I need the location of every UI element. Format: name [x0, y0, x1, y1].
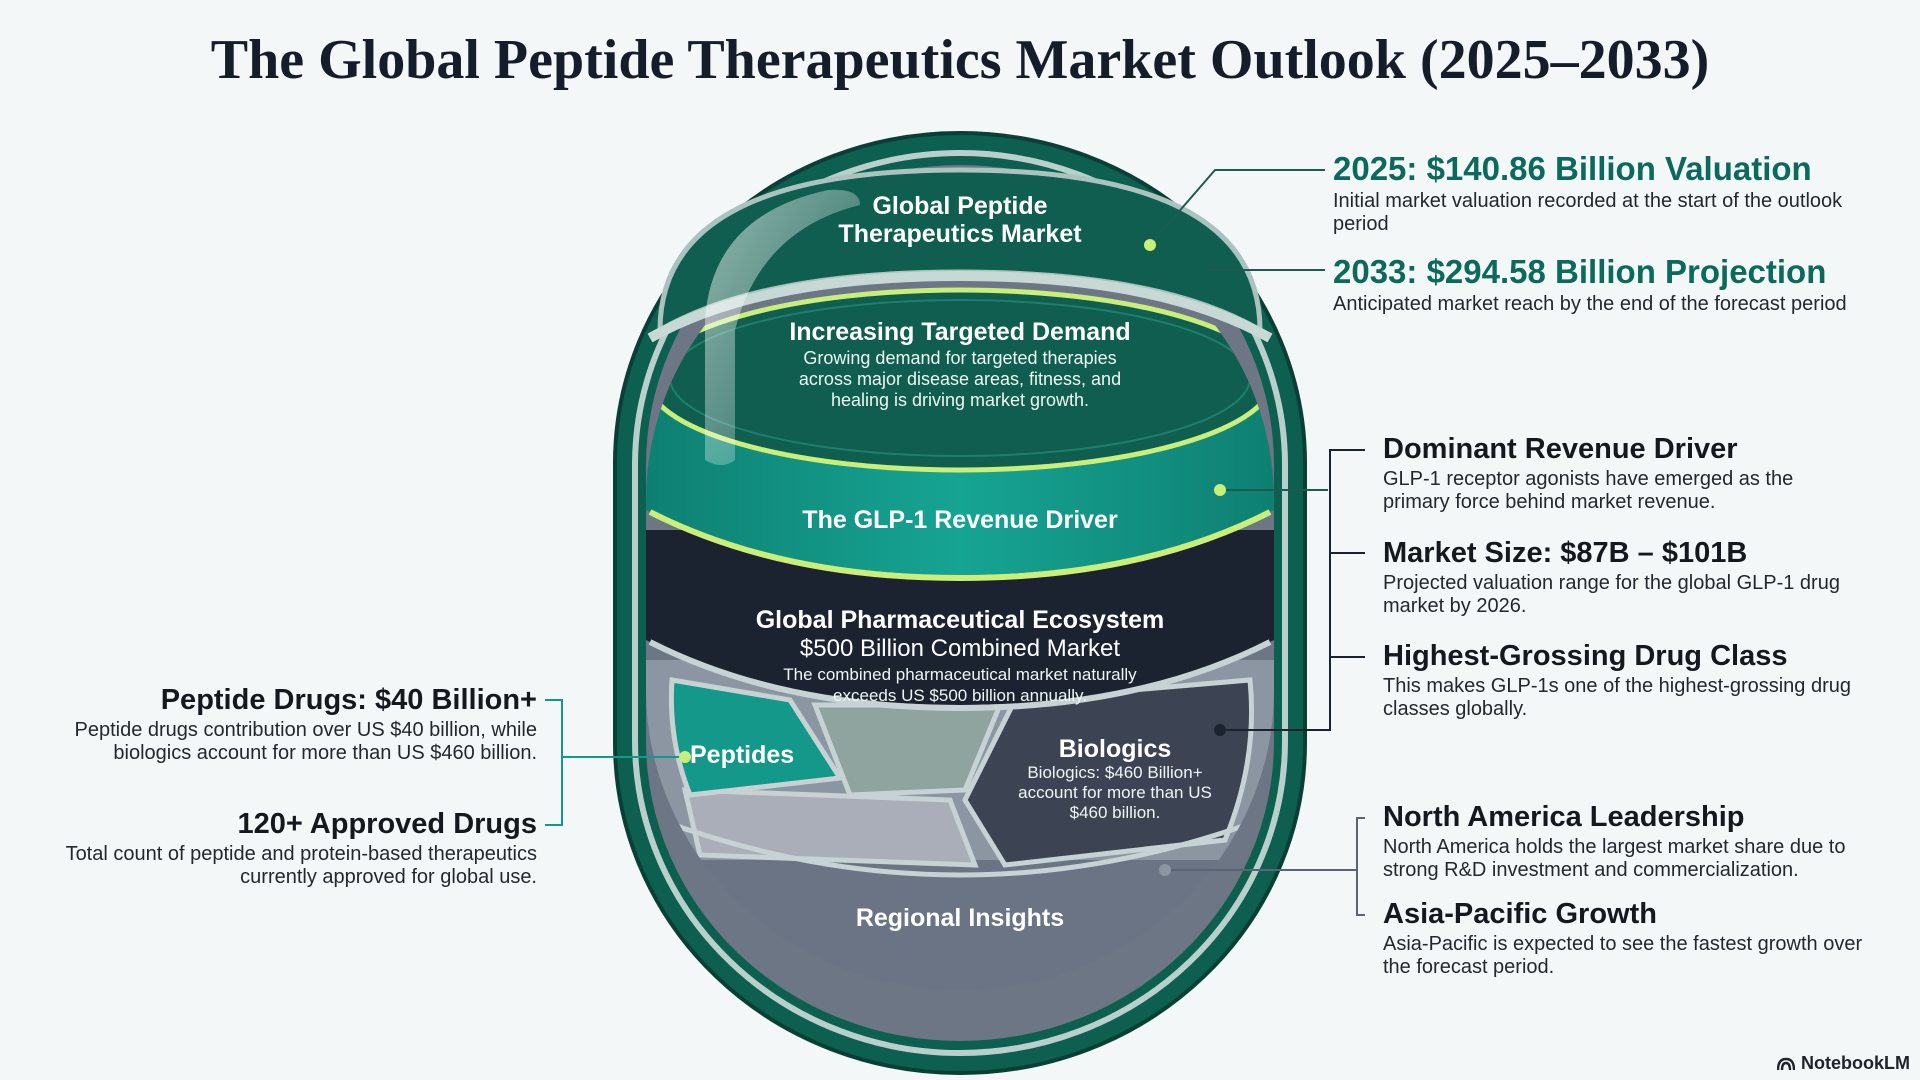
connector-right-bracket	[1225, 449, 1365, 731]
annotation-2033-heading: 2033: $294.58 Billion Projection	[1333, 253, 1827, 290]
connector-2025	[1149, 169, 1325, 246]
brand-name: NotebookLM	[1801, 1053, 1910, 1073]
demand-text: Growing demand for targeted therapies ac…	[798, 348, 1122, 410]
dot-regional	[1159, 864, 1171, 876]
regional-top-edge	[659, 817, 1261, 878]
annotation-market-size: Market Size: $87B – $101B Projected valu…	[1383, 536, 1863, 618]
glp1-label: The GLP-1 Revenue Driver	[760, 506, 1160, 534]
pharma-text: The combined pharmaceutical market natur…	[783, 665, 1137, 705]
annotation-north-america: North America Leadership North America h…	[1383, 800, 1883, 882]
annotation-highest-text: This makes GLP-1s one of the highest-gro…	[1383, 675, 1852, 720]
annotation-market-size-text: Projected valuation range for the global…	[1383, 572, 1840, 617]
pharma-layer	[646, 530, 1274, 705]
annotation-highest: Highest-Grossing Drug Class This makes G…	[1383, 639, 1863, 721]
notebook-logo-icon	[1777, 1057, 1796, 1070]
vessel-rim	[632, 150, 1288, 1056]
annotation-dominant-heading: Dominant Revenue Driver	[1383, 433, 1738, 465]
annotation-approved: 120+ Approved Drugs Total count of pepti…	[60, 807, 537, 889]
annotation-peptide-drugs-heading: Peptide Drugs: $40 Billion+	[160, 684, 537, 716]
biologics-label: Biologics Biologics: $460 Billion+ accou…	[1005, 735, 1225, 823]
glass-shine	[705, 189, 860, 465]
pharma-bottom-edge	[648, 639, 1272, 712]
annotation-asia-pacific-heading: Asia-Pacific Growth	[1383, 898, 1657, 930]
annotation-north-america-heading: North America Leadership	[1383, 801, 1745, 833]
annotation-approved-heading: 120+ Approved Drugs	[237, 808, 538, 840]
demand-label: Increasing Targeted Demand Growing deman…	[745, 318, 1175, 411]
pharma-sub: $500 Billion Combined Market	[799, 635, 1121, 662]
pharma-title: Global Pharmaceutical Ecosystem	[755, 606, 1165, 634]
annotation-highest-heading: Highest-Grossing Drug Class	[1383, 640, 1788, 672]
connectors	[545, 169, 1365, 916]
annotation-2025-text: Initial market valuation recorded at the…	[1333, 190, 1843, 235]
glp1-title: The GLP-1 Revenue Driver	[802, 506, 1118, 534]
demand-title: Increasing Targeted Demand	[789, 318, 1131, 346]
peptides-label: Peptides	[690, 741, 800, 769]
annotation-2025-heading: 2025: $140.86 Billion Valuation	[1333, 150, 1812, 187]
annotation-approved-text: Total count of peptide and protein-based…	[65, 843, 537, 888]
dot-cap	[1144, 239, 1156, 251]
annotation-asia-pacific: Asia-Pacific Growth Asia-Pacific is expe…	[1383, 897, 1863, 979]
brand-mark: NotebookLM	[1777, 1053, 1910, 1074]
dot-biologics	[1214, 724, 1226, 736]
pharma-label: Global Pharmaceutical Ecosystem $500 Bil…	[720, 606, 1200, 706]
glp1-band-edge	[648, 509, 1272, 582]
dot-peptides	[679, 751, 691, 763]
annotation-dominant-text: GLP-1 receptor agonists have emerged as …	[1383, 468, 1794, 513]
connector-regional-bracket	[1356, 817, 1365, 916]
annotation-peptide-drugs: Peptide Drugs: $40 Billion+ Peptide drug…	[60, 683, 538, 765]
biologics-segment	[962, 677, 1255, 868]
annotation-dominant: Dominant Revenue Driver GLP-1 receptor a…	[1383, 432, 1863, 514]
biologics-title: Biologics	[1058, 735, 1172, 763]
regional-label: Regional Insights	[810, 904, 1110, 932]
annotation-market-size-heading: Market Size: $87B – $101B	[1383, 537, 1748, 569]
annotation-2033-text: Anticipated market reach by the end of t…	[1333, 293, 1847, 315]
annotation-peptide-drugs-text: Peptide drugs contribution over US $40 b…	[74, 719, 538, 764]
dot-glp1	[1214, 484, 1226, 496]
cap-title: Global Peptide Therapeutics Market	[838, 192, 1082, 248]
cap-label: Global Peptide Therapeutics Market	[820, 192, 1100, 248]
connector-left-bracket	[545, 699, 563, 826]
peptides-segment	[668, 677, 845, 798]
segment-center-bottom	[681, 787, 979, 868]
page-title: The Global Peptide Therapeutics Market O…	[210, 29, 1710, 91]
annotation-2033: 2033: $294.58 Billion Projection Anticip…	[1333, 253, 1893, 316]
annotation-asia-pacific-text: Asia-Pacific is expected to see the fast…	[1383, 933, 1863, 978]
annotation-2025: 2025: $140.86 Billion Valuation Initial …	[1333, 150, 1893, 236]
regional-title: Regional Insights	[855, 904, 1065, 932]
biologics-text: Biologics: $460 Billion+ account for mor…	[1018, 763, 1212, 822]
annotation-north-america-text: North America holds the largest market s…	[1383, 836, 1846, 881]
peptides-title: Peptides	[690, 741, 795, 769]
